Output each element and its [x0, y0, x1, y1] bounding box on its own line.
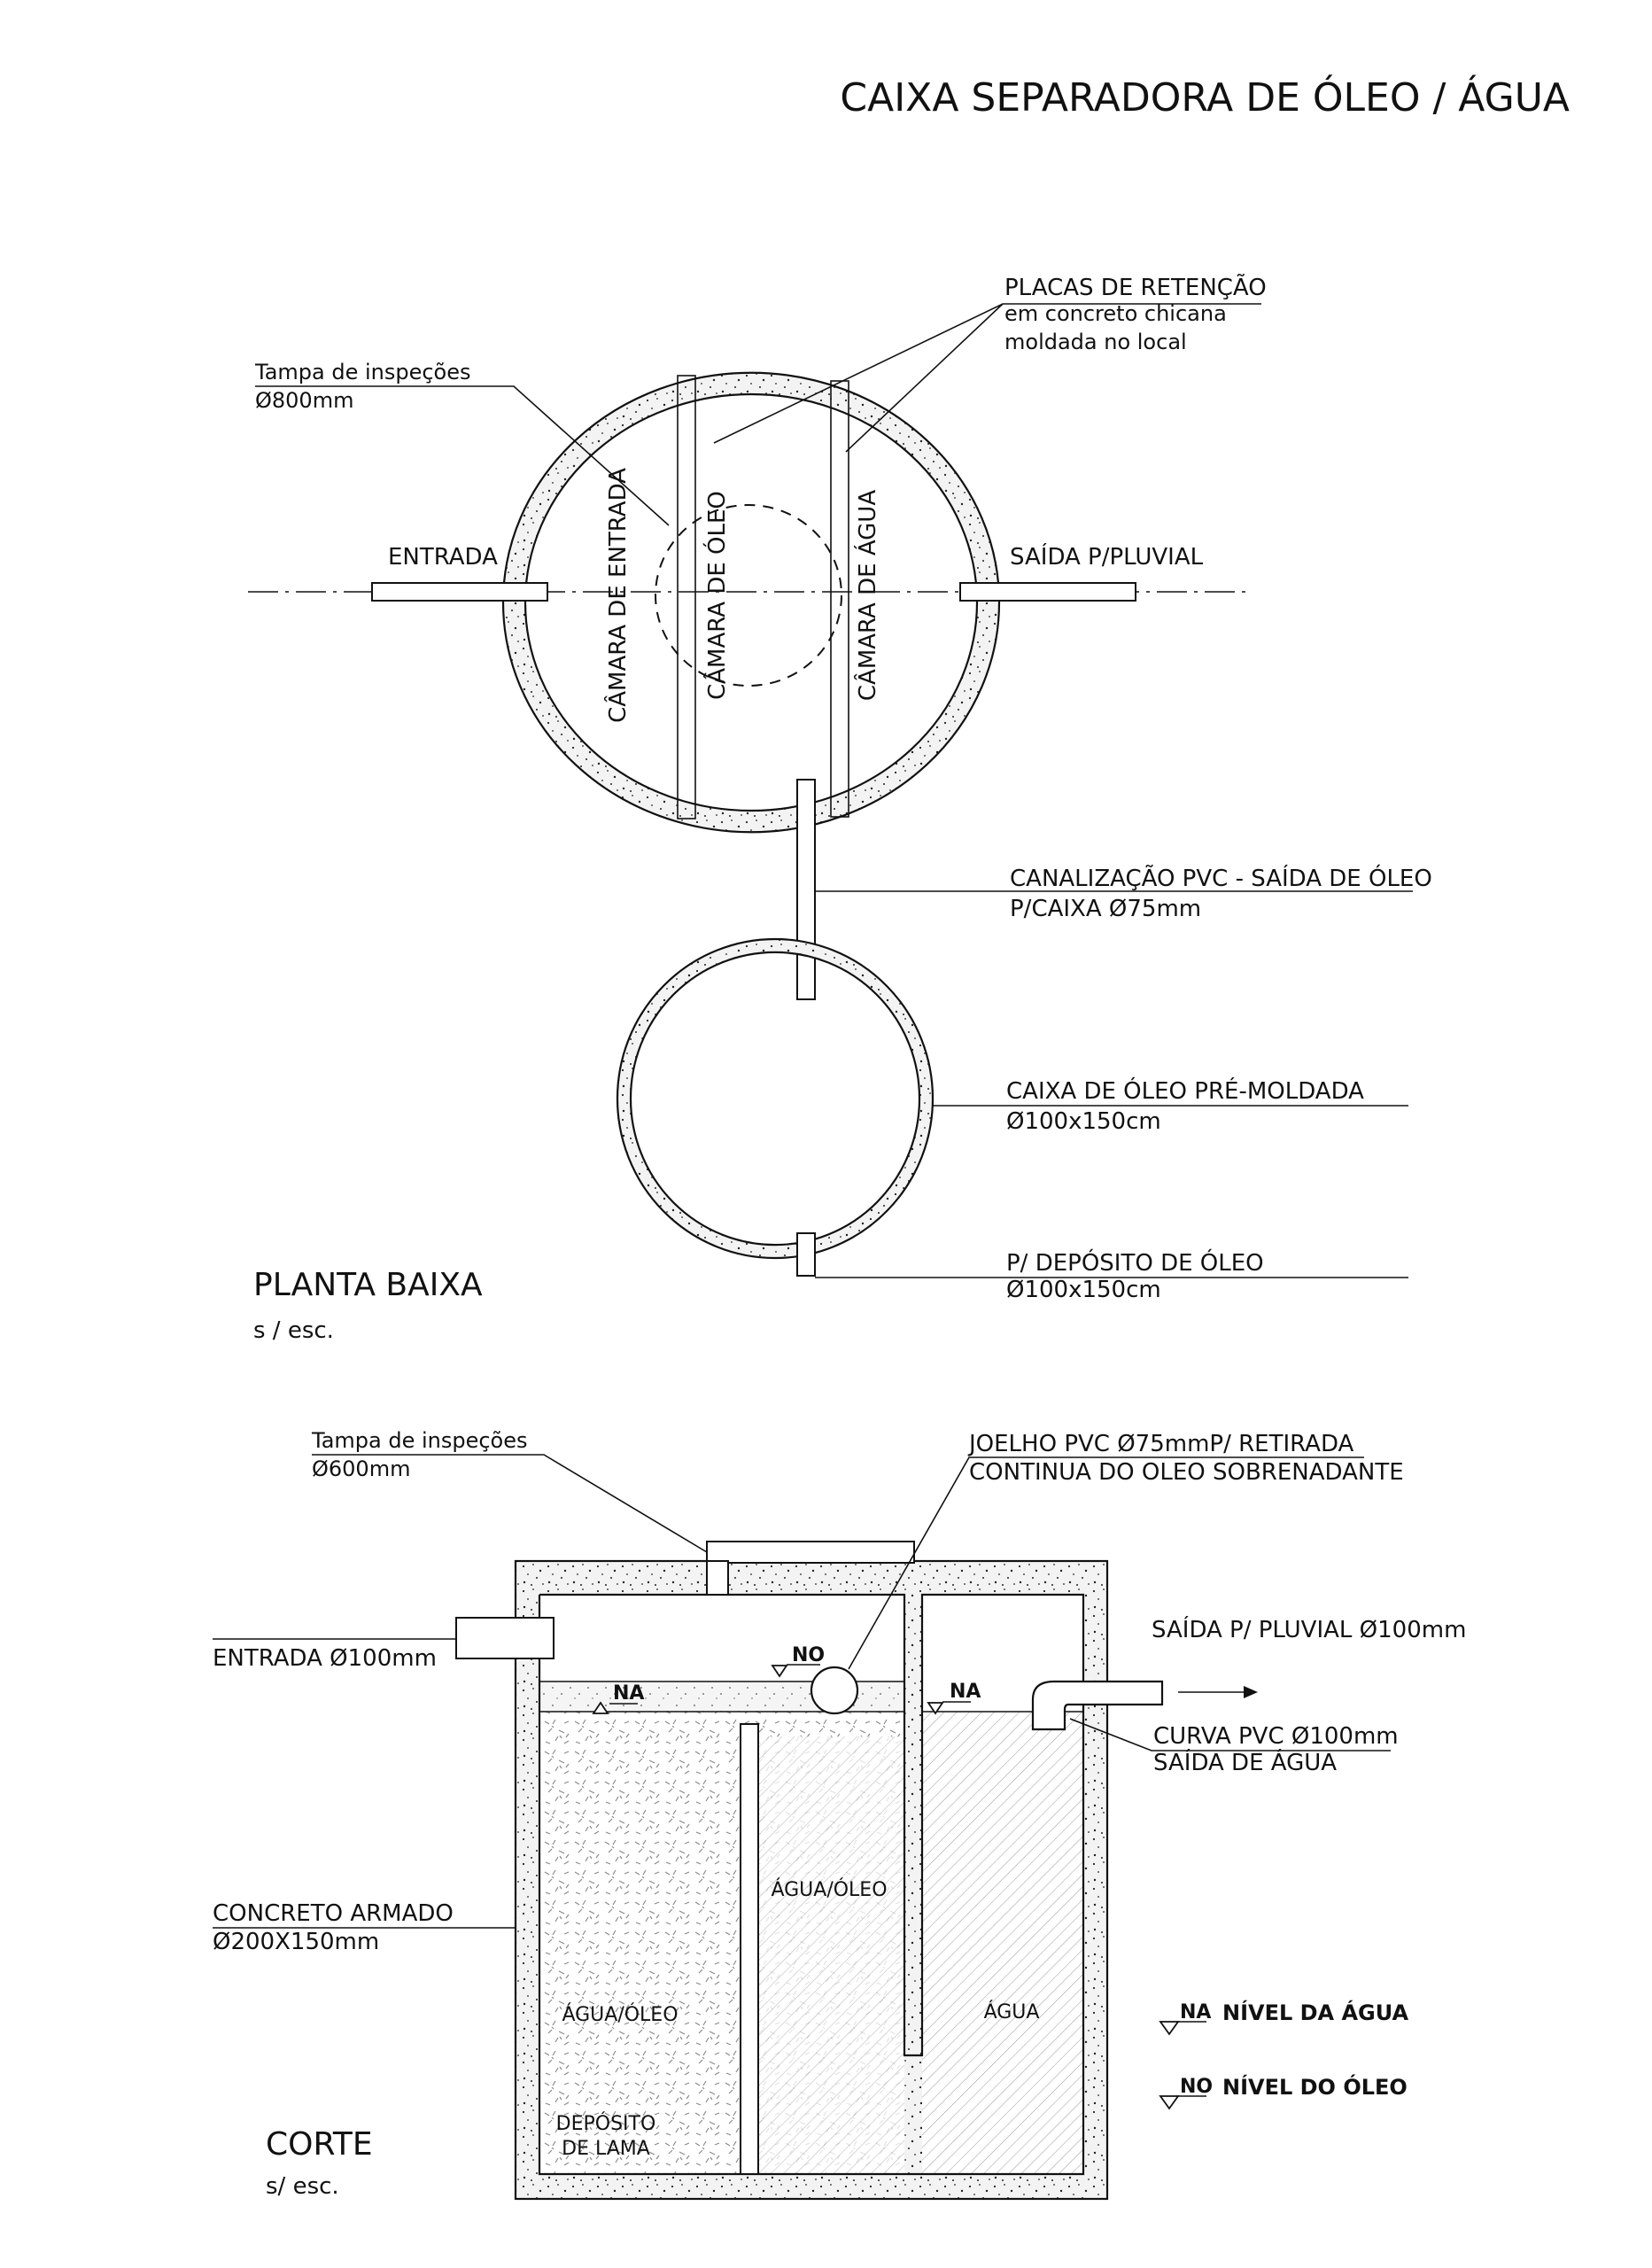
drawing-title: CAIXA SEPARADORA DE ÓLEO / ÁGUA: [840, 74, 1570, 120]
curve-pvc-label: CURVA PVC Ø100mm: [1153, 1723, 1399, 1750]
pvc-oil-pipe: [796, 779, 816, 1000]
plan-view: CÂMARA DE ENTRADA CÂMARA DE ÓLEO CÂMARA …: [248, 273, 1432, 1344]
oil-deposit-dim: Ø100x150cm: [1006, 1277, 1161, 1303]
concrete-label: CONCRETO ARMADO: [213, 1900, 454, 1927]
plan-cover-dim: Ø800mm: [255, 388, 353, 413]
inspection-cover-outline: [655, 504, 842, 687]
elbow-leader: [848, 1456, 1364, 1670]
inlet-chamber-fill: [539, 1712, 754, 2174]
section-inlet-label: ENTRADA Ø100mm: [213, 1645, 437, 1672]
pvc-elbow: [810, 1666, 859, 1715]
legend-na-text: NÍVEL DA ÁGUA: [1222, 2000, 1409, 2025]
na-marker-1: [592, 1701, 609, 1714]
plan-scale: s / esc.: [253, 1317, 334, 1344]
legend-no-text: NÍVEL DO ÓLEO: [1222, 2073, 1408, 2100]
retention-plate-right: [830, 380, 849, 818]
elbow-label: JOELHO PVC Ø75mmP/ RETIRADA: [967, 1431, 1354, 1457]
outlet-curve-pipe: [1031, 1680, 1164, 1731]
oil-chamber-water-hatch: [754, 1736, 904, 2174]
oil-box-dim: Ø100x150cm: [1006, 1108, 1161, 1135]
middle-baffle: [740, 1723, 759, 2175]
oil-deposit-pipe: [796, 1232, 816, 1277]
na-tag-1: NA: [613, 1682, 644, 1705]
retention-plate-left: [677, 375, 696, 819]
plan-cover-leader: [255, 385, 670, 526]
cover-lip-left: [706, 1560, 729, 1596]
section-inlet-pipe: [455, 1617, 555, 1659]
section-cover-dim: Ø600mm: [312, 1456, 410, 1481]
chamber-water-label: CÂMARA DE ÁGUA: [853, 490, 881, 701]
inlet-pipe: [371, 582, 548, 602]
mid-water-oil-label: ÁGUA/ÓLEO: [771, 1878, 887, 1901]
legend-no-tag: NO: [1180, 2076, 1213, 2098]
section-outlet-label: SAÍDA P/ PLUVIAL Ø100mm: [1152, 1615, 1466, 1643]
na-tag-2: NA: [950, 1681, 981, 1703]
sludge-label-1: DEPÓSITO: [556, 2112, 656, 2135]
left-water-oil-label: ÁGUA/ÓLEO: [562, 2003, 678, 2026]
legend-na-tag: NA: [1180, 2001, 1211, 2023]
oil-box-wall: [616, 937, 935, 1260]
pvc-pipe-label: CANALIZAÇÃO PVC - SAÍDA DE ÓLEO: [1010, 864, 1432, 892]
oil-box-label: CAIXA DE ÓLEO PRÉ-MOLDADA: [1006, 1076, 1364, 1105]
oil-deposit-label: P/ DEPÓSITO DE ÓLEO: [1006, 1248, 1264, 1277]
sludge-label-2: DE LAMA: [562, 2138, 650, 2160]
no-marker: [771, 1665, 788, 1678]
elbow-sub: CONTINUA DO OLEO SOBRENADANTE: [969, 1459, 1404, 1486]
section-interior-outline: [538, 1593, 1085, 2176]
retention-plates-leader-2: [845, 303, 1004, 453]
curve-leader: [1069, 1718, 1391, 1751]
chamber-oil-label: CÂMARA DE ÓLEO: [702, 491, 731, 700]
water-chamber-fill: [922, 1712, 1083, 2174]
section-scale: s/ esc.: [266, 2173, 339, 2200]
section-cover-leader: [312, 1454, 708, 1553]
outlet-flow-arrow-head: [1244, 1686, 1258, 1698]
pvc-pipe-sub: P/CAIXA Ø75mm: [1010, 896, 1201, 922]
na-marker-2: [927, 1702, 944, 1715]
section-heading: CORTE: [266, 2126, 373, 2163]
chamber-inlet-label: CÂMARA DE ENTRADA: [603, 468, 632, 723]
plan-inlet-label: ENTRADA: [388, 544, 498, 571]
retention-plates-sub1: em concreto chicana: [1004, 301, 1227, 326]
legend-na-symbol: [1159, 2021, 1180, 2036]
separator-box-wall: [501, 371, 1001, 834]
curve-pvc-sub: SAÍDA DE ÁGUA: [1153, 1748, 1337, 1776]
section-inspection-cover: [706, 1541, 915, 1564]
no-tag: NO: [792, 1644, 825, 1666]
plan-heading: PLANTA BAIXA: [253, 1267, 483, 1303]
plan-cover-label: Tampa de inspeções: [254, 360, 471, 384]
section-cover-label: Tampa de inspeções: [311, 1428, 528, 1453]
concrete-dim: Ø200X150mm: [213, 1929, 379, 1955]
right-water-label: ÁGUA: [984, 2000, 1040, 2023]
plan-outlet-label: SAÍDA P/PLUVIAL: [1010, 542, 1204, 571]
retention-plates-sub2: moldada no local: [1004, 330, 1187, 354]
legend-no-symbol: [1159, 2095, 1180, 2110]
section-view: NA NO NA ÁGUA/ÓLEO ÁGUA/ÓLEO ÁGUA DEPÓSI…: [213, 1428, 1466, 2201]
retention-plates-label: PLACAS DE RETENÇÃO: [1004, 273, 1267, 301]
outlet-pipe: [959, 582, 1136, 602]
legend: NA NÍVEL DA ÁGUA NO NÍVEL DO ÓLEO: [1159, 2000, 1409, 2110]
inlet-air-space: [539, 1595, 904, 1682]
